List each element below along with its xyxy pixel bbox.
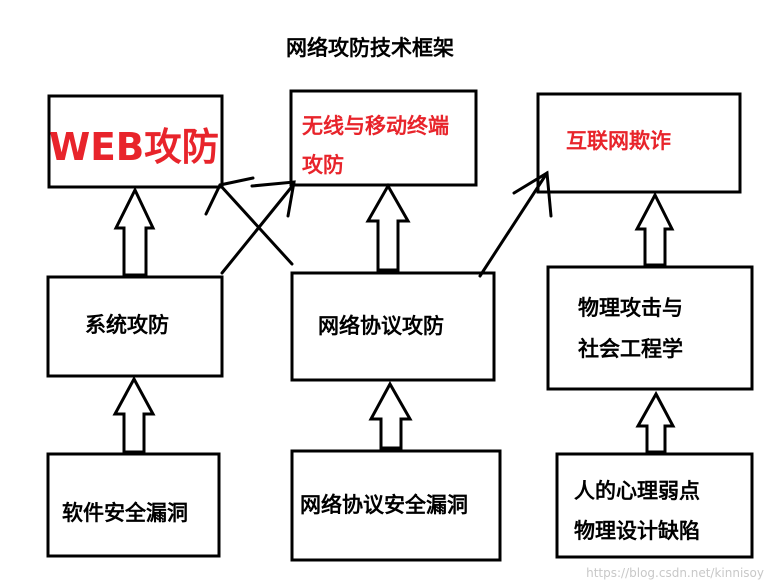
box-wireless-label-line2: 攻防 — [302, 153, 344, 177]
line-arrow-protocol-to-fraud — [478, 171, 549, 278]
arrow-software-to-system — [112, 375, 156, 454]
box-protocol-vuln: 网络协议安全漏洞 — [290, 449, 502, 562]
box-protocol-vuln-label: 网络协议安全漏洞 — [300, 493, 468, 517]
box-human-weakness-label-line1: 人的心理弱点 — [574, 479, 700, 503]
box-network-protocol-label: 网络协议攻防 — [318, 314, 444, 338]
arrow-human-to-physical — [635, 390, 676, 454]
arrow-protocolvuln-to-protocol — [368, 380, 413, 450]
box-physical-attack-label-line1: 物理攻击与 — [578, 296, 683, 320]
box-internet-fraud: 互联网欺诈 — [536, 92, 742, 194]
box-software-vuln: 软件安全漏洞 — [46, 452, 221, 558]
arrow-system-to-web — [113, 186, 156, 277]
arrow-protocol-to-wireless — [365, 182, 411, 272]
box-human-weakness-label-line2: 物理设计缺陷 — [574, 519, 700, 543]
box-physical-attack: 物理攻击与 社会工程学 — [546, 265, 754, 391]
arrow-physical-to-fraud — [634, 191, 675, 267]
box-human-weakness: 人的心理弱点 物理设计缺陷 — [555, 452, 754, 559]
box-internet-fraud-label: 互联网欺诈 — [566, 129, 671, 153]
box-system: 系统攻防 — [46, 275, 224, 378]
watermark: https://blog.csdn.net/kinnisoy — [586, 566, 764, 580]
line-arrow-protocol-to-web-head — [204, 176, 255, 216]
box-web: WEB攻防 — [47, 94, 224, 189]
line-arrow-protocol-to-web — [218, 183, 294, 266]
box-wireless-label-line1: 无线与移动终端 — [302, 114, 449, 138]
line-arrow-protocol-to-fraud-head — [512, 170, 553, 218]
box-physical-attack-label-line2: 社会工程学 — [577, 337, 683, 361]
box-software-vuln-label: 软件安全漏洞 — [62, 501, 188, 525]
box-system-label: 系统攻防 — [85, 313, 169, 337]
box-web-label: WEB攻防 — [49, 125, 219, 169]
box-network-protocol: 网络协议攻防 — [290, 271, 496, 382]
diagram-title: 网络攻防技术框架 — [286, 36, 454, 60]
line-arrow-system-to-wireless-head — [250, 180, 296, 218]
box-wireless: 无线与移动终端 攻防 — [289, 89, 478, 187]
